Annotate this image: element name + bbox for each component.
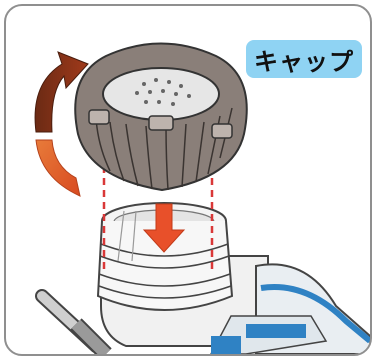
hose	[42, 296, 106, 354]
instruction-panel: キャップ	[4, 4, 372, 356]
cap-label: キャップ	[246, 40, 362, 78]
cap-illustration	[75, 44, 247, 191]
